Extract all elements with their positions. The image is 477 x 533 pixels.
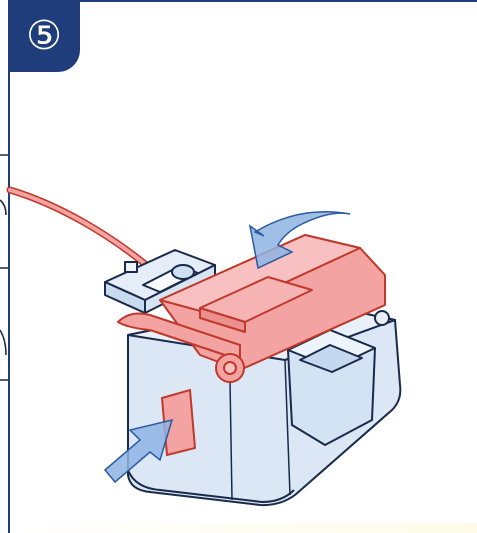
step-badge: ⑤ — [8, 0, 80, 72]
fiber-cable — [6, 186, 154, 272]
left-edge-marks — [0, 154, 8, 381]
bottom-band — [10, 523, 477, 533]
fiber-holder — [104, 249, 216, 314]
push-arrow-icon — [103, 418, 174, 484]
curved-arrow-icon — [248, 211, 351, 270]
step-number: ⑤ — [26, 13, 62, 59]
